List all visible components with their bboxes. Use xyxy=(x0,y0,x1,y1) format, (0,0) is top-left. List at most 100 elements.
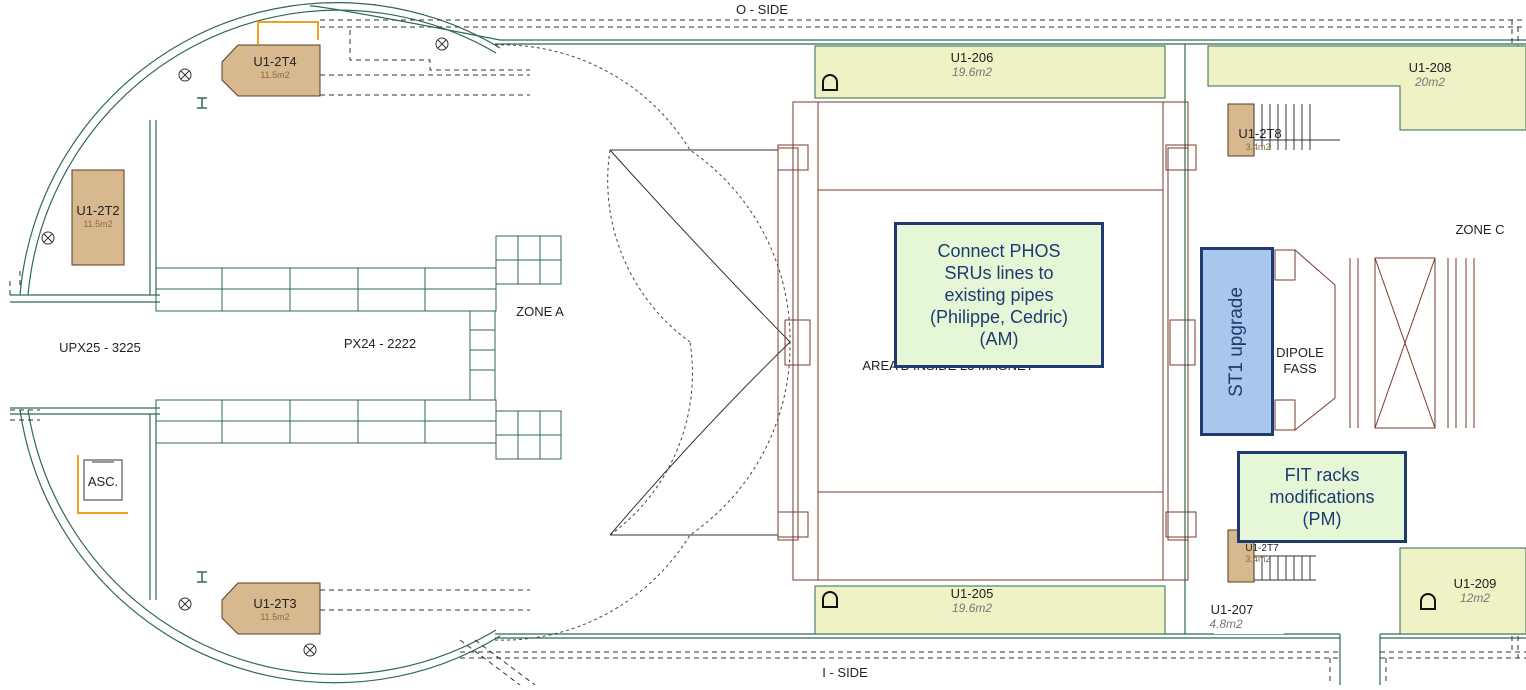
dipole-yoke xyxy=(1294,249,1336,431)
room-207 xyxy=(1214,600,1284,634)
room-208-area: 20m2 xyxy=(1414,75,1445,89)
zone-a-platforms xyxy=(155,235,562,460)
beam-solid-lines xyxy=(609,149,791,536)
phone-icon xyxy=(822,74,838,91)
magnet-yoke-bottom xyxy=(817,491,1164,581)
stair-s217-area: 3.4m2 xyxy=(1245,554,1270,564)
fixture-icon xyxy=(178,597,192,611)
upper-duct-step xyxy=(349,30,530,71)
orange-accents xyxy=(77,21,319,514)
stair-s212-area: 11.5m2 xyxy=(83,219,112,229)
diag-dashed-1 xyxy=(459,639,521,686)
room-207-area: 4.8m2 xyxy=(1209,617,1243,631)
stair-s214-shape xyxy=(221,44,321,97)
elevator-shaft xyxy=(83,459,123,501)
light-fixtures xyxy=(41,37,449,657)
orange-asc xyxy=(77,455,128,514)
room-208-id: U1-208 xyxy=(1409,60,1452,75)
corner-br xyxy=(1165,511,1197,538)
annotation-phos-text: Connect PHOS SRUs lines to existing pipe… xyxy=(929,241,1069,349)
dipole-label-1: DIPOLE xyxy=(1276,345,1324,360)
stair-s214-area: 11.5m2 xyxy=(260,70,289,80)
l3-magnet xyxy=(777,101,1197,581)
upper-stair-duct xyxy=(320,74,530,96)
beam-arc-inner-bottom xyxy=(609,341,693,536)
platform-connector xyxy=(469,310,496,401)
dipole-label-2: FASS xyxy=(1283,361,1317,376)
orange-top xyxy=(257,21,319,44)
beam-arc-bottom xyxy=(494,341,791,641)
fixture-icon xyxy=(178,68,192,82)
room-209-area: 12m2 xyxy=(1460,591,1490,605)
beam-arc-inner-top xyxy=(607,149,691,343)
fixture-icon xyxy=(41,231,55,245)
ibeam-markers xyxy=(197,97,207,583)
dipole-core xyxy=(1374,257,1436,429)
shaft-outline-inner xyxy=(27,9,497,296)
stair-s213-area: 11.5m2 xyxy=(260,612,289,622)
room-205 xyxy=(814,585,1166,635)
stair-s212-label: U1-2T2 xyxy=(76,203,119,218)
beam-funnel xyxy=(609,149,791,536)
stair-s213-label: U1-2T3 xyxy=(253,596,296,611)
stair-s217-label: U1-2T7 xyxy=(1245,543,1279,554)
zone-c-label: ZONE C xyxy=(1455,222,1504,237)
beam-envelope xyxy=(494,44,791,641)
outer-walls xyxy=(10,2,1526,685)
wall-top-outer xyxy=(309,5,1526,41)
corner-tl xyxy=(777,144,809,171)
o-side-label: O - SIDE xyxy=(736,2,788,17)
room-205-id: U1-205 xyxy=(951,586,994,601)
fixture-icon xyxy=(303,643,317,657)
left-dashed-top xyxy=(9,270,21,295)
room-205-area: 19.6m2 xyxy=(952,601,992,615)
room-209-id: U1-209 xyxy=(1454,576,1497,591)
elevator-label: ASC. xyxy=(88,474,118,489)
ibeam-icon xyxy=(197,571,207,583)
stair-s218-shape xyxy=(1227,103,1255,157)
diag-dashed-2 xyxy=(474,639,536,686)
annotation-st1-text: ST1 upgrade xyxy=(1226,286,1248,397)
shaft-outline-outer-bottom xyxy=(19,409,501,684)
ibeam-icon xyxy=(197,97,207,109)
magnet-door-right xyxy=(1167,147,1189,541)
annotation-phos: Connect PHOS SRUs lines to existing pipe… xyxy=(894,222,1104,368)
stairs xyxy=(71,44,1255,635)
stair-s218-area: 3.4m2 xyxy=(1245,142,1270,152)
upx25-label: UPX25 - 3225 xyxy=(59,340,141,355)
magnet-port-right xyxy=(1169,319,1196,366)
corner-bl xyxy=(777,511,809,538)
shaft-outline-outer xyxy=(19,2,501,296)
dipole-magnet xyxy=(1274,249,1475,431)
stair-s214-label: U1-2T4 xyxy=(253,54,296,69)
magnet-port-left xyxy=(784,319,811,366)
rooms xyxy=(814,45,1526,635)
annotation-st1: ST1 upgrade xyxy=(1200,247,1274,436)
stair-s212-shape xyxy=(71,169,125,266)
phone-icon xyxy=(822,591,838,608)
left-dashed-bottom xyxy=(10,409,40,421)
fixture-icon xyxy=(435,37,449,51)
stair-s218-label: U1-2T8 xyxy=(1238,126,1281,141)
dipole-coil-top xyxy=(1274,249,1296,281)
stair-treads xyxy=(1253,104,1340,581)
phone-icons xyxy=(822,74,1436,610)
shaft-outline-inner-bottom xyxy=(27,409,497,675)
stair-s213-shape xyxy=(221,582,321,635)
beam-arc-top xyxy=(494,44,791,343)
room-209 xyxy=(1399,547,1526,635)
room-207-id: U1-207 xyxy=(1211,602,1254,617)
annotation-fit-text: FIT racks modifications (PM) xyxy=(1269,465,1375,529)
room-206-id: U1-206 xyxy=(951,50,994,65)
elevator xyxy=(83,459,123,501)
px24-label: PX24 - 2222 xyxy=(344,336,416,351)
dipole-core-x2 xyxy=(1374,257,1436,429)
labels: O - SIDE I - SIDE ZONE A ZONE C UPX25 - … xyxy=(59,2,1504,680)
magnet-yoke-top xyxy=(817,101,1164,191)
magnet-door-left xyxy=(777,147,799,541)
phone-icon xyxy=(1420,593,1436,610)
room-208 xyxy=(1207,45,1526,131)
corner-tr xyxy=(1165,144,1197,171)
